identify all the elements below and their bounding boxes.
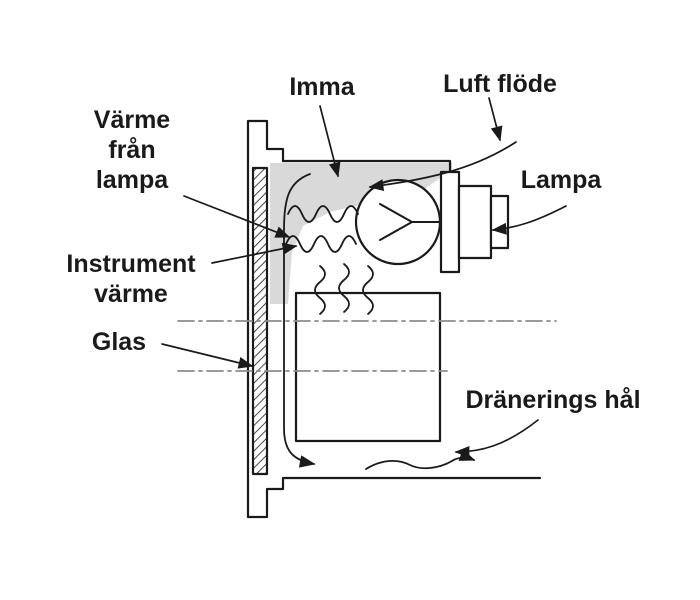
heat-wave-row-2 [285, 235, 357, 253]
instrument-varme-arrow [211, 242, 298, 264]
luft-flode-curve-arrow [368, 141, 517, 192]
instrument-heat-wave-3 [362, 265, 374, 315]
varme-fran-lampa-label-line3: lampa [96, 166, 169, 194]
instrument-varme-label-line1: Instrument [66, 250, 196, 278]
airflow-out-wave [365, 449, 476, 470]
varme-fran-lampa-label-line2: från [108, 136, 155, 164]
lamp-socket-body [457, 184, 493, 260]
linework [161, 97, 567, 519]
luft-flode-short-arrow [488, 97, 503, 142]
instrument-body [294, 291, 442, 443]
varme-fran-lampa-label-line1: Värme [94, 106, 171, 134]
imma-arrow [319, 105, 341, 178]
lamp-filament [379, 203, 441, 241]
dranerings-hal-label: Dränerings hål [465, 386, 640, 414]
lamp-socket-cap [489, 194, 510, 250]
dranerings-hal-arrow [454, 419, 539, 458]
instrument-varme-label-line2: värme [94, 280, 168, 308]
condensation-region [270, 163, 452, 304]
lampa-arrow [491, 205, 567, 235]
glas-label: Glas [92, 328, 146, 356]
heat-wave-row-1 [287, 205, 359, 223]
case-outline [246, 119, 542, 519]
lamp-socket-plate [439, 170, 461, 274]
instrument-heat-wave-1 [314, 265, 326, 315]
glas-arrow [161, 343, 254, 369]
luft-flode-label: Luft flöde [443, 70, 557, 98]
case-top-edge [281, 159, 452, 174]
lampa-label: Lampa [521, 166, 603, 194]
labels: Imma Luft flöde Värme från lampa Lampa I… [66, 70, 640, 414]
imma-label: Imma [289, 73, 355, 101]
varme-fran-lampa-arrow [183, 195, 291, 238]
instrument-heat-wave-2 [338, 263, 350, 313]
